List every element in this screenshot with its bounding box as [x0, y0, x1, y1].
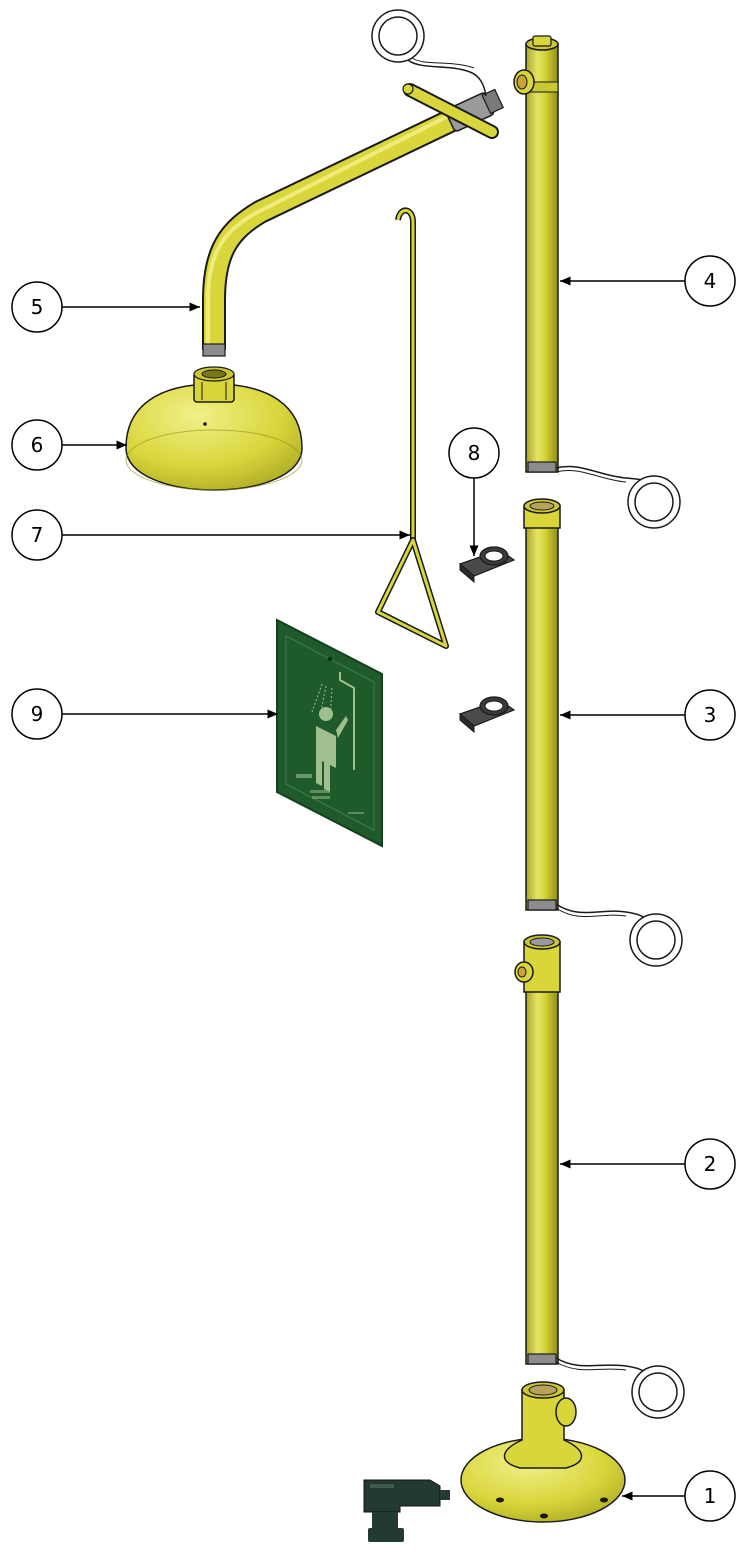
part-4-upper-pipe	[513, 35, 559, 473]
callout-9: 9	[11, 688, 278, 740]
seal-ring-icon	[555, 465, 681, 529]
callout-8: 8	[448, 427, 500, 556]
part-6-shower-head	[125, 366, 303, 491]
callout-label-4: 4	[704, 269, 717, 293]
seal-ring-icon	[555, 903, 683, 967]
callout-6: 6	[11, 419, 127, 471]
seal-ring-icon	[371, 9, 487, 97]
seal-ring-icon	[555, 1357, 685, 1419]
callout-7: 7	[11, 509, 410, 561]
part-8-clamp-lower	[458, 696, 516, 734]
part-8-clamp-upper	[458, 546, 516, 584]
drill-icon	[363, 1479, 450, 1542]
callout-4: 4	[560, 255, 736, 307]
callout-1: 1	[622, 1470, 736, 1522]
callout-label-3: 3	[704, 703, 717, 727]
part-5-shower-arm	[202, 83, 505, 357]
callout-5: 5	[11, 281, 200, 333]
callout-label-1: 1	[704, 1484, 717, 1508]
part-2-lower-pipe	[514, 934, 561, 1365]
callout-label-2: 2	[704, 1152, 717, 1176]
part-3-middle-pipe	[523, 498, 561, 911]
part-7-pull-rod	[375, 207, 449, 649]
callout-label-8: 8	[468, 441, 481, 465]
callout-label-6: 6	[31, 433, 44, 457]
callout-label-5: 5	[31, 295, 44, 319]
callout-2: 2	[560, 1138, 736, 1190]
callout-label-7: 7	[31, 523, 44, 547]
part-1-base	[460, 1381, 626, 1523]
callout-3: 3	[560, 689, 736, 741]
shower-sign-icon	[276, 618, 383, 848]
callout-label-9: 9	[31, 702, 44, 726]
